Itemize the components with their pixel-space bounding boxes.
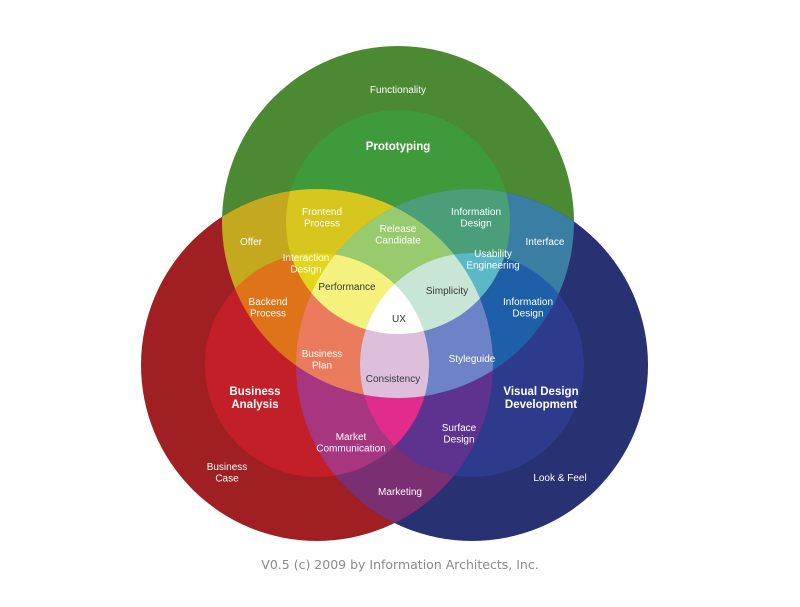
label-functionality: Functionality xyxy=(370,85,426,96)
label-simplicity: Simplicity xyxy=(426,286,468,297)
performance-region xyxy=(296,253,429,334)
label-performance: Performance xyxy=(318,282,376,293)
overlap-right-inner-top-outer xyxy=(360,253,574,398)
label-interface: Interface xyxy=(526,237,565,248)
label-consistency: Consistency xyxy=(366,374,420,385)
copyright-credit: V0.5 (c) 2009 by Information Architects,… xyxy=(261,557,539,572)
label-styleguide: Styleguide xyxy=(449,354,496,365)
simplicity-region xyxy=(360,253,493,334)
label-marketing: Marketing xyxy=(378,487,422,498)
label-ux-center: UX xyxy=(392,314,406,325)
label-prototyping: Prototyping xyxy=(366,141,431,153)
label-look-and-feel: Look & Feel xyxy=(533,473,586,484)
label-offer: Offer xyxy=(240,237,263,248)
